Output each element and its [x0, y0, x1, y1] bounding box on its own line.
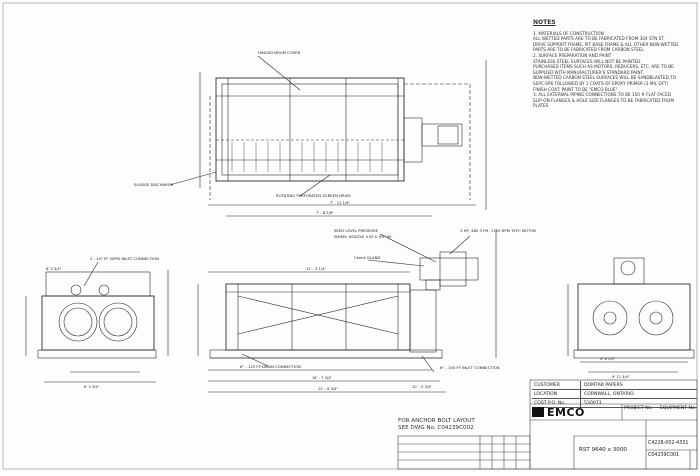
- info-key: LOCATION: [532, 390, 581, 398]
- note-line: SUPPLIED WITH MANUFACTURER'S STANDARD PA…: [533, 69, 644, 75]
- note-line: STAINLESS STEEL SURFACES WILL NOT BE PAI…: [533, 58, 642, 64]
- dim-mid-width: 7' - 8 5/8": [316, 211, 334, 215]
- note-line: SLIP-ON FLANGES & HOLE SIZE FLANGES TO B…: [533, 97, 674, 103]
- note-line: 1. MATERIALS OF CONSTRUCTION: [533, 30, 604, 36]
- motor-label: 3 HP, 460 3 PH, 1750 RPM TEFC MOTOR: [460, 228, 536, 233]
- note-line: 2. SURFACE PREPARATION AND PAINT: [533, 52, 612, 58]
- hinged-drum-cover-label: HINGED DRUM COVER: [258, 50, 301, 55]
- title-block: [397, 379, 698, 470]
- notes-block: NOTES 1. MATERIALS OF CONSTRUCTION ALL W…: [533, 20, 693, 109]
- drawing-number-bottom: C04239C001: [648, 453, 680, 458]
- emco-logo-icon: [532, 407, 544, 417]
- project-number-label: PROJECT No.: [624, 406, 653, 411]
- check-gland-label: Check GLAND: [354, 255, 380, 260]
- front-view: [197, 230, 497, 393]
- seed-level-label: SEED LEVEL PRESSURE: [334, 228, 379, 233]
- emco-mark-wrap: EMCO: [532, 405, 622, 419]
- note-line: ALL WETTED PARTS ARE TO BE FABRICATED FR…: [533, 36, 665, 42]
- note-line: FINISH COAT: PAINT TO BE "EMCO BLUE": [533, 86, 618, 92]
- wheel-nozzle-label: WHEEL NOZZLE 4 ID 4. 60" IN: [334, 234, 391, 239]
- note-line: PURCHASED ITEMS SUCH AS MOTORS, REDUCERS…: [533, 64, 674, 70]
- equipment-number-label: EQUIPMENT No.: [660, 406, 697, 411]
- screen-drum-label: ROTATING PERFORATED SCREEN DRUM: [276, 193, 351, 198]
- drawing-number-top: C4228-002-4331: [648, 441, 689, 446]
- right-end-view: [567, 257, 695, 373]
- anchor-bolt-note: FOR ANCHOR BOLT LAYOUT SEE DWG No. C0423…: [398, 418, 475, 432]
- note-line: NON-WETTED CARBON STEEL SURFACES WILL BE…: [533, 75, 676, 81]
- info-value: DOMTAR PAPERS: [584, 382, 623, 388]
- dim-left-a: 6' 3 3/4": [46, 267, 62, 271]
- inlet-connection-right-label: 6" - 150 FF INLET CONNECTION: [440, 365, 500, 370]
- left-end-view: [25, 261, 169, 383]
- info-key: COST P.O. No.: [532, 399, 581, 407]
- dim-bottom-b: 16' - 7 3/4": [312, 376, 332, 380]
- info-key: CUSTOMER: [532, 381, 581, 389]
- info-row-customer: CUSTOMER DOMTAR PAPERS: [532, 381, 697, 390]
- info-row-cost: COST P.O. No. 530073: [532, 399, 697, 408]
- dim-right-b: 9' 11 3/4": [612, 375, 630, 379]
- emco-logo: EMCO: [532, 405, 620, 419]
- info-value: 530073: [584, 400, 602, 406]
- anchor-line-1: FOR ANCHOR BOLT LAYOUT: [398, 418, 475, 424]
- rst-size: RST 9640 x 3000: [579, 447, 627, 453]
- top-view: [169, 55, 487, 217]
- info-value: CORNWALL, ONTARIO: [584, 391, 634, 397]
- note-line: 3. ALL EXTERNAL PIPING CONNECTIONS TO BE…: [533, 92, 671, 98]
- notes-title: NOTES: [533, 19, 556, 26]
- note-line: DRIVE SUPPORT FRAME, PIT BASE FRAME & AL…: [533, 41, 679, 47]
- anchor-line-2: SEE DWG No. C04239C002: [398, 425, 474, 431]
- sludge-discharge-label: SLUDGE DISCHARGE: [134, 182, 174, 187]
- note-line: PARTS ARE TO BE FABRICATED FROM CARBON S…: [533, 47, 644, 53]
- inlet-connection-left-label: 2 - 10" FF 50PSI INLET CONNECTION: [90, 256, 159, 261]
- dim-bottom-d: 10' - 0 3/4": [412, 385, 432, 389]
- dim-top-width: 7' - 11 1/4": [330, 201, 350, 205]
- info-row-location: LOCATION CORNWALL, ONTARIO: [532, 390, 697, 399]
- dim-right-a: 4' 6 1/4": [600, 357, 616, 361]
- dim-left-b: 6' 3 3/4": [84, 385, 100, 389]
- note-line: PLATES: [533, 103, 549, 109]
- dim-bottom-a: 11' - 3 1/4": [306, 267, 326, 271]
- company-name: EMCO: [547, 405, 585, 419]
- drain-connection-label: 6" - 125 FF DRAIN CONNECTION: [240, 364, 301, 369]
- note-line: SSPC-SP6 FOLLOWED BY 1 COATS OF EPOXY PR…: [533, 80, 669, 86]
- dim-bottom-c: 22' - 6 3/4": [318, 387, 338, 391]
- project-info-table: CUSTOMER DOMTAR PAPERS LOCATION CORNWALL…: [532, 381, 697, 408]
